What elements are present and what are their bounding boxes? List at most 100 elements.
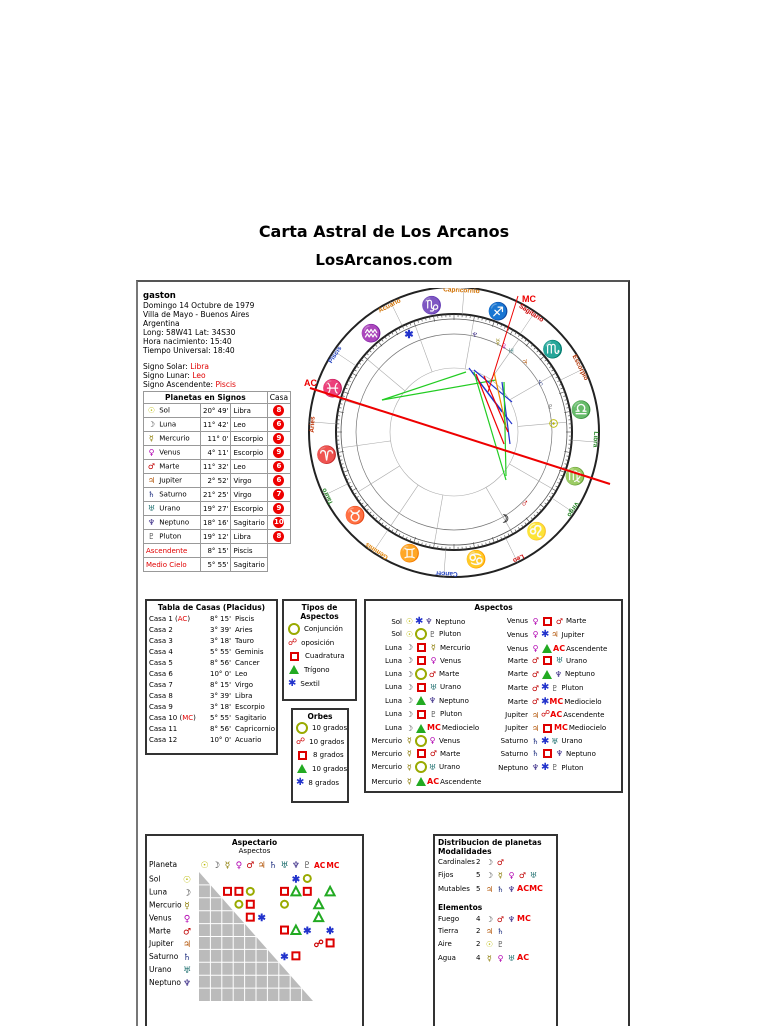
house-label: Casa 10 [149, 714, 177, 722]
aspect-planet-a: Luna [368, 708, 402, 721]
sign-acuario-icon: ♒ [360, 323, 381, 343]
neptuno-icon: ♆ [506, 914, 517, 925]
jupiter-icon: ♃ [521, 356, 529, 368]
ascendant-icon: AC [427, 777, 439, 786]
pluton-icon: ♇ [427, 629, 438, 640]
house-degree: 8° 15' [201, 614, 231, 625]
planet-degree: 11° 32' [201, 460, 231, 474]
aspect-row: Jupiter♃MCMediocielo [494, 721, 619, 734]
sign-cancer-icon: ♋ [466, 549, 487, 569]
aspect-row: Saturno♄♆Neptuno [494, 748, 619, 761]
aspect-planet-a: Marte [494, 655, 528, 668]
distribution-count: 2 [476, 856, 484, 869]
aspect-row: Luna☽♇Pluton [368, 708, 488, 721]
trine-icon [416, 724, 426, 733]
aspect-row: Luna☽☿Mercurio [368, 642, 488, 655]
venus-icon: ♀ [184, 914, 191, 924]
marte-icon: ♂ [530, 655, 541, 666]
aspect-planet-a: Luna [368, 695, 402, 708]
urano-icon: ♅ [280, 861, 288, 871]
conjunction-icon [415, 761, 427, 773]
square-icon [417, 643, 426, 652]
planet-name: Urano [157, 505, 180, 513]
house-badge: 6 [273, 461, 284, 472]
square-icon [292, 952, 299, 959]
sol-icon: ☉ [549, 418, 559, 430]
midheaven-icon: MC [517, 914, 531, 923]
trine-icon [416, 777, 426, 786]
sol-icon: ☉ [183, 876, 191, 886]
sign-leo-icon: ♌ [526, 521, 547, 541]
legend-row: 10 grados [296, 722, 347, 736]
planet-name: Jupiter [157, 477, 182, 485]
planet-name: Venus [157, 449, 180, 457]
trine-icon [291, 887, 300, 896]
luna-icon: ☽ [183, 889, 191, 899]
legend-row: Conjunción [288, 623, 355, 637]
luna-icon: ☽ [404, 655, 415, 666]
legend-label: Conjunción [304, 625, 343, 633]
house-label: Casa 2 [149, 626, 173, 634]
legend-label: 10 grados [312, 724, 347, 732]
elements-title: Elementos [435, 903, 556, 912]
pluton-icon: ♇ [549, 762, 560, 773]
point-sign: Sagitario [231, 558, 267, 572]
aspect-planet-b: Marte [566, 617, 586, 625]
asc-sign-label: Signo Ascendente: [143, 380, 215, 389]
mercurio-icon: ☿ [484, 953, 495, 964]
aspect-planet-a: Saturno [494, 748, 528, 761]
mercurio-icon: ☿ [428, 642, 439, 653]
neptuno-icon: ♆ [530, 762, 541, 773]
distribution-label: Aire [438, 938, 476, 951]
square-icon [543, 724, 552, 733]
conjunction-icon [296, 722, 308, 734]
luna-icon: ☽ [212, 861, 220, 871]
aspect-planet-b: Urano [440, 683, 461, 691]
house-badge: 6 [273, 419, 284, 430]
sign-tauro-icon: ♉ [345, 505, 366, 525]
midheaven-icon: MC [549, 697, 563, 706]
sextile-icon: ✱ [326, 926, 335, 937]
distribution-label: Fijos [438, 869, 476, 882]
aspect-planet-a: Sol [368, 628, 402, 641]
house-sign: Libra [235, 692, 252, 700]
aspect-planet-b: Ascendente [566, 645, 607, 653]
aspect-planet-b: Venus [439, 737, 460, 745]
distribution-box: Distribucion de planetas Modalidades Car… [433, 834, 558, 1026]
aspect-planet-b: Neptuno [565, 670, 595, 678]
aspect-row: Jupiter♃☍ACAscendente [494, 708, 619, 721]
luna-icon: ☽ [484, 914, 495, 925]
planet-name: Luna [157, 421, 176, 429]
aspectario-row-label: Neptuno [149, 978, 181, 987]
trine-icon [314, 913, 323, 922]
sextile-icon: ✱ [288, 678, 296, 689]
marte-icon: ♂ [428, 748, 439, 759]
opposition-icon: ☍ [314, 939, 324, 950]
distribution-count: 4 [476, 952, 484, 965]
aspect-planet-a: Luna [368, 655, 402, 668]
trine-icon [326, 887, 335, 896]
conjunction-icon [415, 668, 427, 680]
legend-label: Cuadratura [305, 652, 345, 660]
aspect-planet-a: Marte [494, 682, 528, 695]
planet-sign: Leo [231, 460, 267, 474]
jupiter-icon: ♃ [146, 475, 157, 486]
venus-icon: ♀ [146, 447, 157, 458]
distribution-count: 2 [476, 925, 484, 938]
legend-row: Trígono [288, 664, 355, 678]
legend-label: Sextil [300, 680, 319, 688]
conjunction-icon [288, 623, 300, 635]
conjunction-icon [415, 628, 427, 640]
square-icon [247, 914, 254, 921]
luna-icon: ☽ [499, 514, 509, 526]
